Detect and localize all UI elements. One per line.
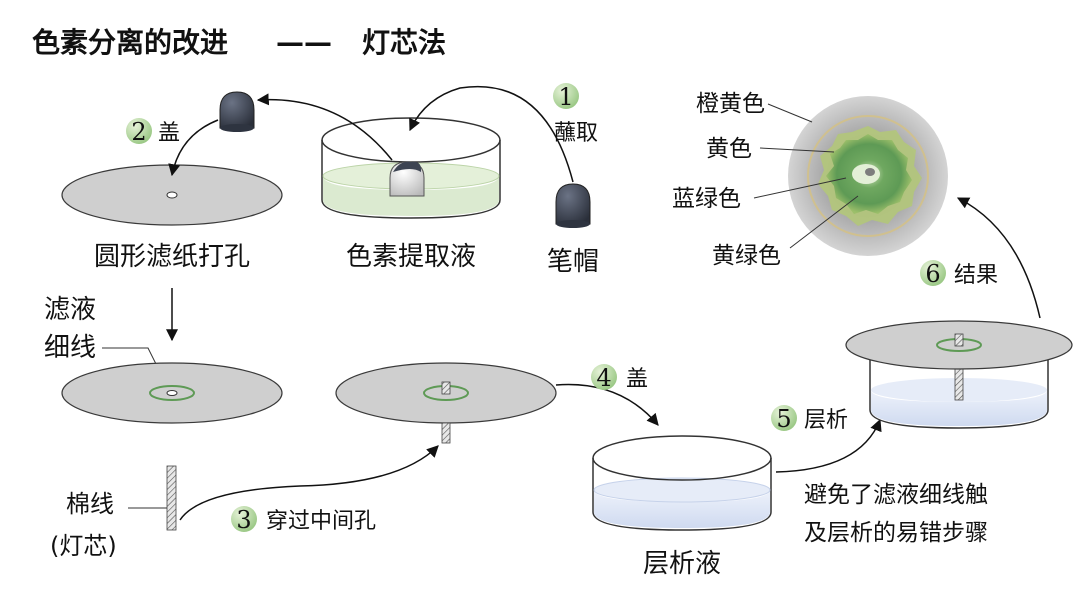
svg-text:4: 4 — [596, 364, 611, 392]
svg-text:1: 1 — [558, 83, 573, 111]
pen-cap-label: 笔帽 — [547, 247, 599, 277]
filter-line-label-2: 细线 — [44, 333, 96, 363]
svg-text:2: 2 — [131, 118, 146, 146]
ring-yellow-pointer — [759, 147, 835, 153]
pen-cap-icon — [219, 91, 255, 132]
note-line-2: 及层析的易错步骤 — [804, 520, 988, 546]
ring-bluegreen-label: 蓝绿色 — [672, 186, 741, 212]
title-dash: —— — [276, 26, 332, 59]
step-4-badge: 4 — [591, 364, 617, 392]
result-label: 结果 — [954, 263, 998, 288]
result-disc — [788, 96, 948, 256]
cover-step4-label: 盖 — [626, 367, 648, 392]
cover-step2-label: 盖 — [158, 121, 180, 146]
beaker-pigment — [321, 117, 501, 219]
dip-label: 蘸取 — [554, 121, 598, 146]
circle-paper-label: 圆形滤纸打孔 — [94, 242, 250, 272]
chrom-solution-label: 层析液 — [643, 549, 721, 579]
svg-text:3: 3 — [236, 506, 251, 534]
assembled-setup — [845, 320, 1073, 429]
step-1-badge: 1 — [553, 83, 579, 111]
chromatography-label: 层析 — [804, 408, 848, 433]
subtitle: 灯芯法 — [362, 26, 446, 59]
arrow-to-assembled — [775, 418, 882, 473]
title: 色素分离的改进 — [32, 26, 228, 59]
ring-orange-pointer — [767, 103, 813, 123]
beaker-chromatography — [592, 435, 772, 531]
thread-label-1: 棉线 — [66, 490, 114, 518]
filter-line-label-1: 滤液 — [44, 295, 96, 325]
svg-text:5: 5 — [776, 405, 791, 433]
paper-with-filter-line — [61, 362, 283, 424]
pigment-solution-label: 色素提取液 — [346, 242, 476, 272]
ring-bluegreen-pointer — [753, 177, 847, 199]
title-group: 色素分离的改进 —— 灯芯法 — [32, 26, 446, 59]
note-line-1: 避免了滤液细线触 — [804, 482, 988, 508]
cotton-thread-icon — [166, 465, 177, 531]
step-6-badge: 6 — [920, 260, 946, 288]
through-hole-label: 穿过中间孔 — [266, 509, 376, 534]
paper-with-wick — [335, 362, 557, 444]
ring-orange-label: 橙黄色 — [696, 91, 765, 117]
arrow-beaker-to-cap — [256, 93, 393, 161]
svg-text:6: 6 — [925, 260, 940, 288]
arrow-to-result — [956, 197, 1041, 319]
arrow-paper-to-beaker — [555, 383, 659, 426]
pen-cap-right-icon — [555, 183, 591, 228]
step-3-badge: 3 — [231, 506, 257, 534]
thread-label-2: (灯芯) — [50, 532, 117, 560]
ring-yellow-label: 黄色 — [706, 136, 752, 162]
ring-yellowgreen-pointer — [789, 195, 859, 249]
arrow-pencap-to-beaker — [409, 85, 574, 183]
arrow-thread-to-paper — [179, 445, 439, 521]
step-5-badge: 5 — [771, 405, 797, 433]
step-2-badge: 2 — [126, 118, 152, 146]
arrow-cap-to-paper — [168, 119, 219, 177]
ring-yellowgreen-label: 黄绿色 — [712, 243, 781, 269]
